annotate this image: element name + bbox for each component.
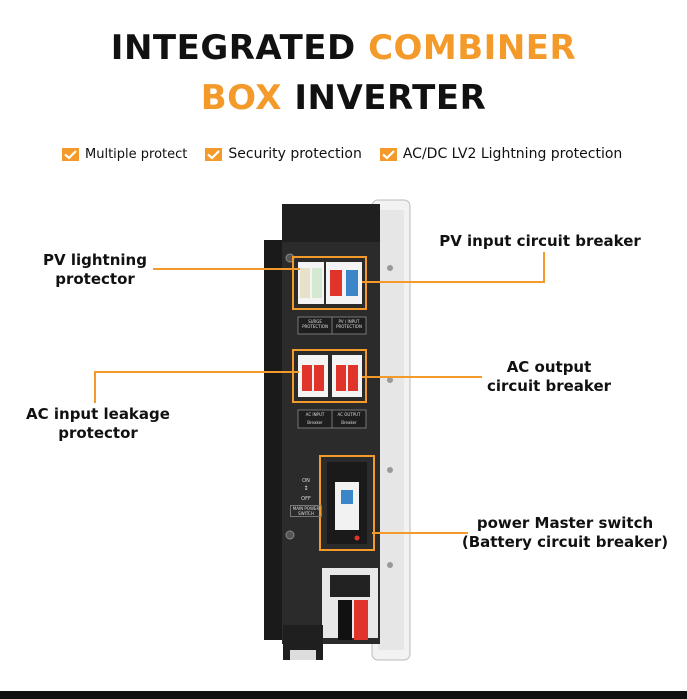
bottom-bar [0,691,687,699]
cable-gland [290,650,316,660]
title-line-1: INTEGRATED COMBINER [0,28,687,68]
check-icon [379,147,397,161]
ac-input-label: AC INPUT [305,412,325,417]
feature-item: Multiple protect [62,146,187,162]
side-casing-inner [378,210,404,650]
pv-breaker-handle [346,270,358,296]
title-word-inverter: INVERTER [294,78,487,118]
callout-ac-output: AC output circuit breaker [486,358,612,395]
title-word-box: BOX [200,78,283,118]
screw-icon [387,265,393,271]
title-word-combiner: COMBINER [368,28,577,68]
feature-list: Multiple protect Security protection AC/… [62,146,622,162]
check-icon [205,147,223,161]
callout-ac-input: AC input leakage protector [26,405,170,442]
screw-icon [285,530,295,540]
battery-cable-connector [354,600,368,640]
callout-line [362,281,545,283]
mounting-bracket [264,240,284,640]
device-top [282,204,380,242]
callout-line [94,371,96,403]
feature-label: AC/DC LV2 Lightning protection [402,146,623,162]
screw-icon [387,562,393,568]
screw-icon [387,377,393,383]
pv-input-protection-label: PV / INPUT PROTECTION [336,319,362,329]
callout-line [362,376,482,378]
indicator-light [354,535,360,541]
ac-input-sub-label: Breaker [307,420,323,425]
ac-input-handle [314,365,324,391]
surge-module [312,268,322,298]
callout-line [543,252,545,282]
ac-output-handle [348,365,358,391]
ac-input-handle [302,365,312,391]
terminal-block [330,575,370,597]
callout-pv-breaker: PV input circuit breaker [439,232,641,250]
switch-on-label: ON [302,478,310,484]
master-switch-frame [319,455,375,551]
feature-item: AC/DC LV2 Lightning protection [379,146,623,162]
title-word-integrated: INTEGRATED [110,28,356,68]
pv-module-frame [292,256,367,310]
switch-off-label: OFF [301,496,311,502]
battery-cable-connector [338,600,352,640]
feature-label: Security protection [228,146,362,162]
callout-line [372,532,468,534]
master-switch-toggle [335,482,359,530]
ac-output-handle [336,365,346,391]
check-icon [62,147,79,161]
master-switch-lever [341,490,353,504]
screw-icon [387,467,393,473]
pv-breaker-handle [330,270,342,296]
callout-line [94,371,299,373]
main-power-switch-label: MAIN POWER SWITCH [290,505,322,517]
title-line-2: BOX INVERTER [0,78,687,118]
callout-line [153,268,300,270]
surge-module [300,268,310,298]
switch-arrow-icon: ↕ [303,485,309,492]
surge-protection-label: SURGE PROTECTION [302,319,328,329]
callout-master-switch: power Master switch (Battery circuit bre… [461,514,669,551]
callout-pv-lightning: PV lightning protector [43,251,147,288]
ac-output-sub-label: Breaker [341,420,357,425]
feature-label: Multiple protect [85,146,188,162]
feature-item: Security protection [205,146,362,162]
ac-output-label: AC OUTPUT [337,412,361,417]
